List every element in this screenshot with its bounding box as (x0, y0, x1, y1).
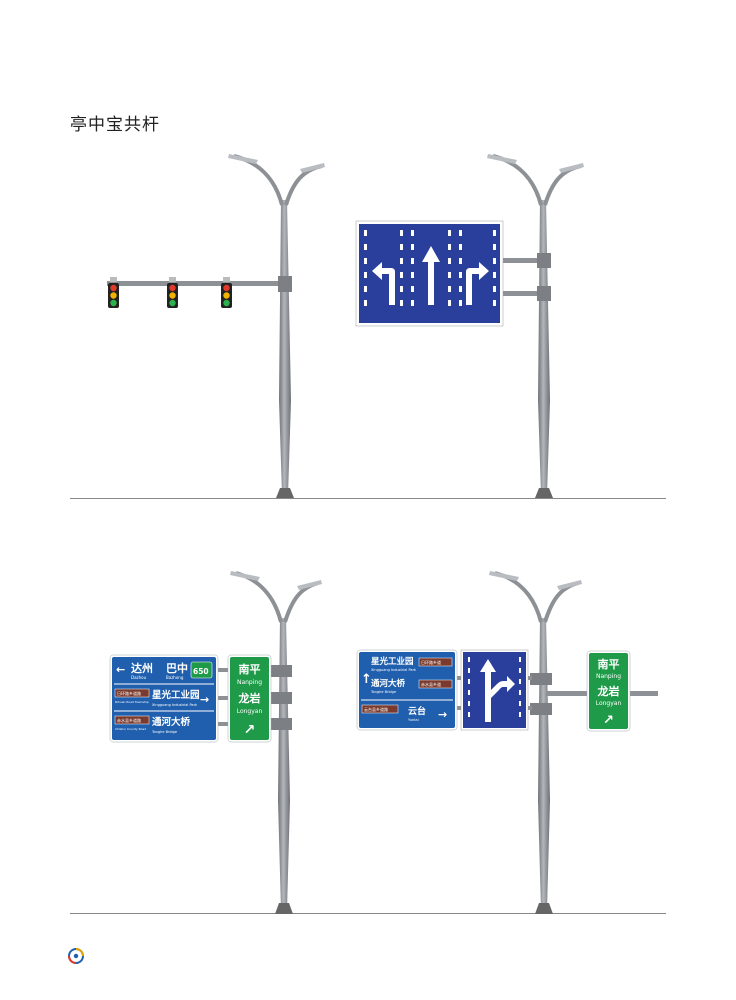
pole-base (535, 903, 553, 914)
place-xingguang-en: Xingguang Industrial Park (152, 703, 198, 707)
place-longyan-en: Longyan (237, 708, 263, 715)
lamp-head-right (559, 163, 584, 173)
traffic-light-2 (167, 277, 178, 308)
pole-base (276, 488, 294, 498)
lane-dividers (468, 657, 521, 717)
ground-line-bottom (70, 913, 666, 914)
scene4-combined-sign-pole: ↑ 星光工业园 Xingguang Industrial Park 日环路乡道 … (356, 571, 658, 914)
place-xingguang: 星光工业园 (152, 689, 200, 701)
place-nanping: 南平 (239, 662, 261, 676)
scene3-blue-guide-sign: ← 达州 Dazhou 巴中 Bazhong 650 日环路乡道路 Rihuan… (109, 654, 219, 743)
place-longyan-en: Longyan (596, 700, 622, 707)
scene4-lane-sign (460, 649, 529, 731)
lamp-head-left (228, 154, 258, 164)
lane-dividers (364, 230, 496, 306)
place-nanping: 南平 (598, 657, 620, 671)
place-yuntai: 云台 (408, 705, 426, 717)
place-tonghe-en: Tonghe Bridge (151, 730, 177, 734)
right-turn-arrow (466, 262, 489, 305)
lamp-arm-left (233, 154, 284, 206)
pole-shaft (538, 200, 550, 496)
pole-shaft (538, 618, 550, 911)
place-bazhong: 巴中 (166, 661, 188, 675)
tag-yuntai: 云台县乡道路 (364, 706, 388, 712)
tag-chishui: 赤水县乡道 (421, 681, 441, 687)
scene2-lane-sign-pole (355, 154, 584, 498)
left-turn-arrow (372, 262, 395, 305)
pole-base (535, 488, 553, 498)
arrow-left: ← (116, 663, 125, 676)
pole-base (275, 903, 293, 914)
lamp-head-right (557, 580, 582, 590)
place-nanping-en: Nanping (596, 673, 621, 680)
pole-shaft (278, 618, 290, 911)
place-tonghe: 通河大桥 (371, 678, 406, 689)
brand-logo-icon (68, 948, 84, 964)
lamp-head-left (487, 154, 517, 164)
scene3-green-guide-sign: 南平 Nanping 龙岩 Longyan ↗ (227, 654, 272, 743)
lamp-head-right (297, 580, 322, 590)
distance-badge: 650 (193, 667, 209, 676)
traffic-light-3 (221, 277, 232, 308)
arrow-right: → (438, 708, 447, 721)
place-nanping-en: Nanping (237, 679, 262, 686)
lamp-arm-left (494, 571, 543, 623)
lamp-arm-left (492, 154, 543, 206)
page-title: 亭中宝共杆 (70, 115, 160, 135)
sign-arm-lower (502, 291, 546, 296)
place-longyan: 龙岩 (238, 691, 261, 705)
tag-chishui: 赤水县乡道路 (117, 717, 141, 723)
place-dazhou-en: Dazhou (131, 675, 147, 680)
signal-arm (107, 281, 287, 286)
place-bazhong-en: Bazhong (166, 675, 184, 680)
arrow-right: → (200, 693, 209, 706)
traffic-light-1 (108, 277, 119, 308)
arrow-up: ↑ (361, 672, 372, 687)
lamp-arm-left (235, 571, 283, 623)
lamp-head-left (230, 571, 260, 581)
place-xingguang-en: Xingguang Industrial Park (371, 668, 417, 672)
scene4-blue-guide-sign: ↑ 星光工业园 Xingguang Industrial Park 日环路乡道 … (356, 649, 458, 731)
straight-right-arrow (480, 659, 515, 722)
pole-shaft (279, 200, 291, 496)
ground-line-top (70, 498, 666, 499)
arm-clamp (278, 276, 292, 292)
place-tonghe-en: Tonghe Bridge (370, 690, 396, 694)
arrow-up-right: ↗ (244, 722, 256, 738)
place-yuntai-en: Yuntai (408, 718, 419, 722)
tag-rihuan: 日环路乡道 (421, 659, 441, 665)
tag-chishui-en: Chishui County Road (115, 727, 146, 731)
tag-rihuan: 日环路乡道路 (117, 690, 141, 696)
arrow-up-right: ↗ (603, 713, 614, 728)
sign-arm-upper (502, 258, 546, 263)
lane-sign-panel (355, 220, 504, 327)
place-longyan: 龙岩 (597, 684, 620, 698)
lamp-head-left (489, 571, 519, 581)
scene3-guide-sign-pole: ← 达州 Dazhou 巴中 Bazhong 650 日环路乡道路 Rihuan… (109, 571, 322, 914)
place-tonghe: 通河大桥 (152, 716, 191, 728)
place-xingguang: 星光工业园 (371, 656, 414, 667)
place-dazhou: 达州 (131, 661, 153, 675)
lamp-head-right (300, 163, 325, 173)
straight-arrow (422, 246, 440, 305)
tag-rihuan-en: Rihuan Road Township (115, 700, 149, 704)
scene4-green-guide-sign: 南平 Nanping 龙岩 Longyan ↗ (586, 650, 631, 732)
scene1-traffic-light-pole (107, 154, 325, 498)
